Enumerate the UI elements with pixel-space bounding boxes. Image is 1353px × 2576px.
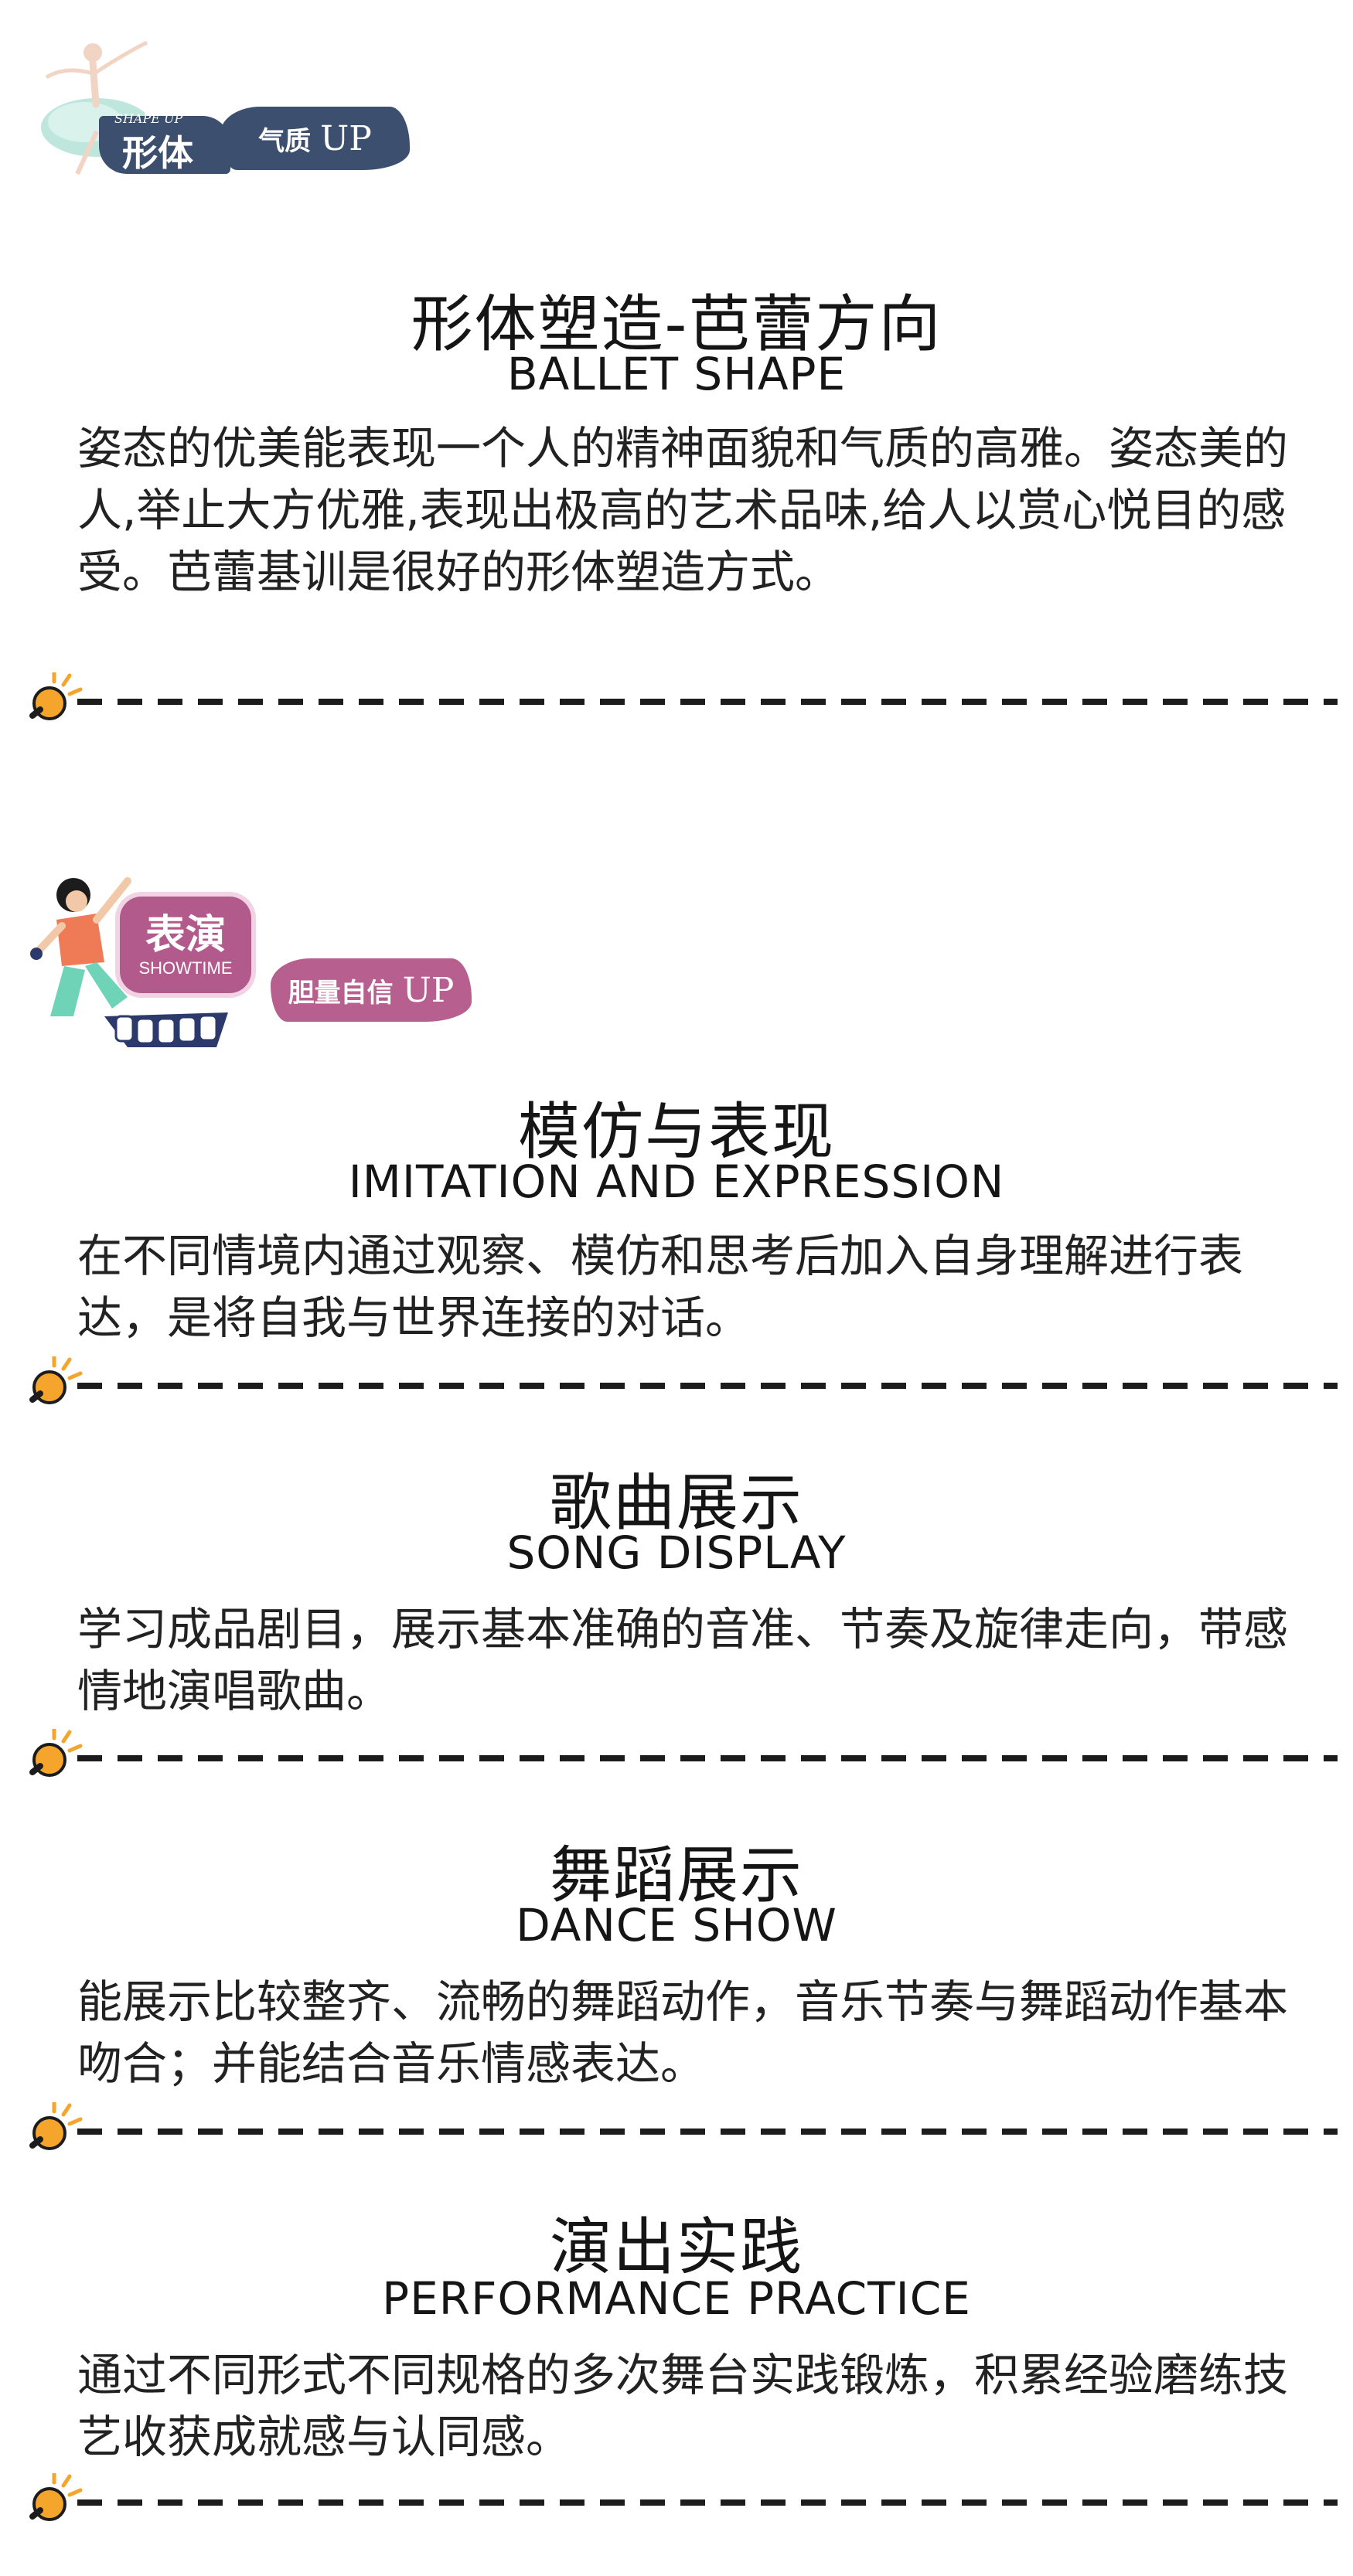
section-body: 学习成品剧目，展示基本准确的音准、节奏及旋律走向，带感情地演唱歌曲。 [77, 1603, 1289, 1717]
confidence-up: UP [402, 970, 455, 1010]
shape-tag-small: SHAPE UP [114, 111, 183, 126]
temperament-up: UP [320, 118, 372, 158]
section-title: 舞蹈展示 [550, 1839, 803, 1911]
section-title: 演出实践 [550, 2211, 803, 2283]
section-body: 通过不同形式不同规格的多次舞台实践锻炼，积累经验磨练技艺收获成就感与认同感。 [77, 2349, 1289, 2463]
section-subtitle: DANCE SHOW [516, 1899, 837, 1952]
section-subtitle: SONG DISPLAY [506, 1526, 847, 1579]
section-divider [23, 1729, 1338, 1777]
section-subtitle: BALLET SHAPE [506, 348, 847, 400]
showtime-tag-small: SHOWTIME [138, 958, 233, 978]
section-title: 歌曲展示 [550, 1467, 803, 1539]
section-body: 姿态的优美能表现一个人的精神面貌和气质的高雅。姿态美的人,举止大方优雅,表现出极… [77, 422, 1289, 598]
section-subtitle: IMITATION AND EXPRESSION [348, 1155, 1005, 1208]
section-divider [23, 1356, 1338, 1404]
section-divider [23, 2102, 1338, 2150]
shape-tag-main: 形体 [122, 132, 193, 174]
confidence-text: 胆量自信 [288, 977, 394, 1009]
section-divider [23, 672, 1338, 720]
shape-up-header: SHAPE UP 形体 气质 UP [31, 31, 433, 178]
section-body: 在不同情境内通过观察、模仿和思考后加入自身理解进行表达，是将自我与世界连接的对话… [77, 1230, 1244, 1344]
section-divider [23, 2473, 1338, 2521]
singer-illustration [30, 877, 228, 1047]
section-body: 能展示比较整齐、流畅的舞蹈动作，音乐节奏与舞蹈动作基本吻合；并能结合音乐情感表达… [77, 1975, 1289, 2090]
section-title: 模仿与表现 [518, 1096, 835, 1168]
lightbulb-icon [29, 1356, 83, 1404]
confidence-up-brush: 胆量自信 UP [271, 958, 472, 1022]
temperament-up-brush: 气质 UP [220, 107, 410, 170]
section-subtitle: PERFORMANCE PRACTICE [382, 2272, 971, 2325]
showtime-header: 表演 SHOWTIME 胆量自信 UP [19, 858, 483, 1051]
lightbulb-icon [29, 672, 83, 720]
showtime-tag: 表演 SHOWTIME [120, 897, 251, 993]
lightbulb-icon [29, 1729, 83, 1777]
lightbulb-icon [29, 2473, 83, 2521]
shape-tag: SHAPE UP 形体 [99, 111, 230, 174]
showtime-tag-main: 表演 [145, 911, 226, 958]
lightbulb-icon [29, 2102, 83, 2150]
temperament-text: 气质 [258, 125, 312, 157]
section-title: 形体塑造-芭蕾方向 [411, 288, 942, 360]
